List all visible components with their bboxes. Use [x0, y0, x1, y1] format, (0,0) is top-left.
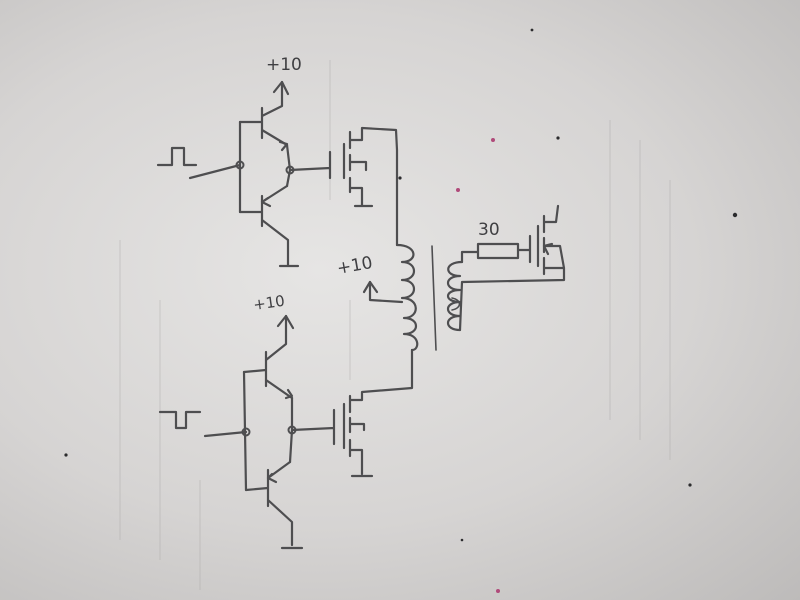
output-mosfet-arrow [542, 242, 554, 256]
top-input-wire [188, 163, 242, 180]
bottom-mosfet [342, 348, 414, 476]
bottom-square-wave-icon [158, 410, 202, 430]
transformer-core-line [431, 245, 437, 351]
top-supply-arrow [272, 80, 290, 96]
bottom-base-tie [242, 370, 248, 492]
transformer-secondary-winding [446, 260, 464, 332]
secondary-top-wire [460, 250, 480, 264]
top-mosfet [342, 126, 399, 247]
output-gate-wire [516, 234, 532, 264]
supply-label-top: +10 [266, 55, 302, 75]
transformer-center-tap-wire [368, 280, 404, 304]
supply-label-transformer: +10 [335, 253, 374, 279]
transformer-supply-arrow [362, 280, 379, 294]
top-emitter-wire [285, 143, 292, 188]
supply-label-bottom: +10 [252, 292, 286, 314]
bottom-driver-stage [158, 314, 414, 550]
bottom-npn-transistor [242, 314, 294, 400]
transformer-dot-mark [451, 297, 461, 311]
top-gate-wire [288, 150, 332, 180]
bottom-gate-wire [290, 408, 336, 446]
bottom-supply-arrow [276, 314, 295, 330]
resistor-30 [476, 242, 520, 260]
top-npn-transistor [238, 80, 289, 147]
transformer [362, 243, 464, 352]
top-driver-stage [156, 80, 399, 268]
output-stage [458, 204, 566, 332]
paper-specks [64, 28, 738, 593]
bottom-input-wire [203, 430, 248, 438]
bleed-through-text [119, 60, 671, 590]
resistor-value-label: 30 [478, 220, 500, 240]
top-square-wave-icon [156, 146, 198, 167]
output-mosfet [458, 204, 566, 332]
top-pnp-transistor [238, 184, 290, 267]
bottom-pnp-transistor [244, 460, 294, 547]
transformer-primary-winding [395, 243, 419, 352]
